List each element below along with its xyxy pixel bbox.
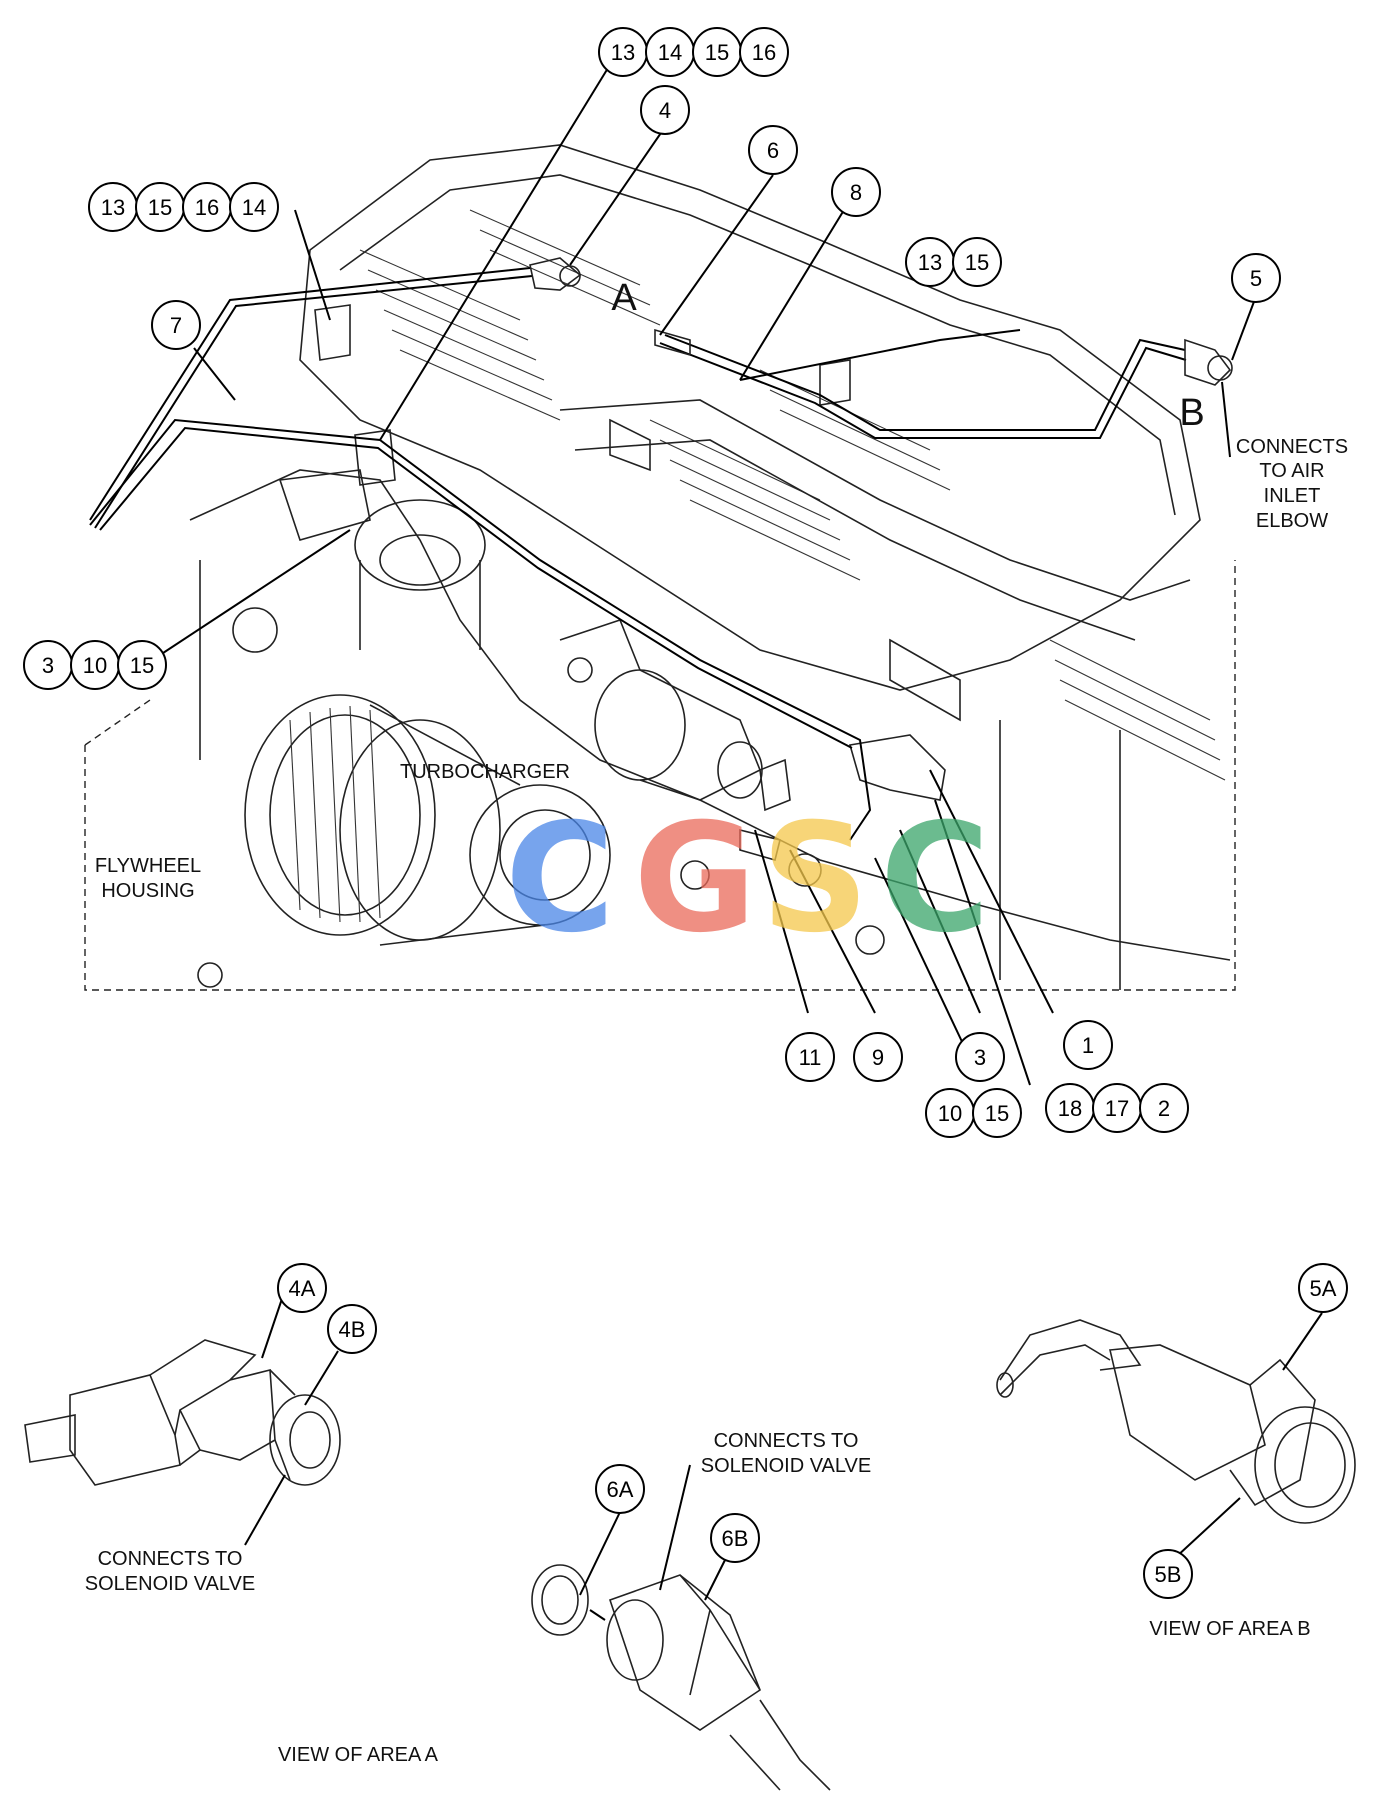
callout-bubble: 3 — [955, 1032, 1005, 1082]
watermark: C G S C — [505, 792, 990, 966]
callout-number: 3 — [42, 653, 54, 678]
callout-bubble: 14 — [229, 182, 279, 232]
callout-number: 15 — [148, 195, 172, 220]
callout-bubble: 13 — [905, 237, 955, 287]
callout-bubble: 6B — [710, 1513, 760, 1563]
callout-number: 5 — [1250, 266, 1262, 291]
air-inlet-note-line: INLET — [1264, 485, 1321, 507]
callout-bubble: 18 — [1045, 1083, 1095, 1133]
detail-view-a-adapter — [531, 1464, 831, 1791]
callout-number: 6 — [767, 138, 779, 163]
callout-number: 6B — [722, 1526, 749, 1551]
callout-number: 9 — [872, 1045, 884, 1070]
callout-bubble: 4B — [327, 1304, 377, 1354]
callout-number: 15 — [965, 250, 989, 275]
callout-number: 15 — [705, 40, 729, 65]
callout-number: 18 — [1058, 1096, 1082, 1121]
callout-number: 16 — [195, 195, 219, 220]
callout-bubble: 4A — [277, 1263, 327, 1313]
view-of-area-a-caption: VIEW OF AREA A — [278, 1744, 439, 1766]
solenoid-note-line: SOLENOID VALVE — [85, 1573, 255, 1595]
flywheel-housing-label: FLYWHEEL — [95, 855, 201, 877]
callout-number: 2 — [1158, 1096, 1170, 1121]
air-inlet-note-line: TO AIR — [1259, 460, 1324, 482]
callout-number: 16 — [752, 40, 776, 65]
turbocharger-label: TURBOCHARGER — [400, 761, 570, 783]
callout-number: 5B — [1155, 1562, 1182, 1587]
callout-number: 11 — [799, 1045, 822, 1070]
callout-bubble: 13 — [88, 182, 138, 232]
callout-bubble: 5 — [1231, 253, 1281, 303]
callout-number: 14 — [658, 40, 682, 65]
callout-bubble: 7 — [151, 300, 201, 350]
callout-number: 10 — [83, 653, 107, 678]
callout-number: 15 — [985, 1101, 1009, 1126]
callout-bubble: 15 — [692, 27, 742, 77]
engine-illustration — [84, 144, 1236, 991]
callout-bubble: 17 — [1092, 1083, 1142, 1133]
callout-bubble: 9 — [853, 1032, 903, 1082]
callout-bubble: 5A — [1298, 1263, 1348, 1313]
callout-bubble: 16 — [739, 27, 789, 77]
callout-bubble: 13 — [598, 27, 648, 77]
callout-bubble: 6 — [748, 125, 798, 175]
watermark-letter: C — [880, 792, 990, 966]
callout-number: 8 — [850, 180, 862, 205]
leader-lines — [159, 67, 1256, 1086]
callout-bubble: 10 — [70, 640, 120, 690]
callout-number: 4B — [339, 1317, 366, 1342]
solenoid-note-line: SOLENOID VALVE — [701, 1455, 871, 1477]
callout-bubble: 1 — [1063, 1020, 1113, 1070]
text-labels: A B CONNECTS TO AIR INLET ELBOW TURBOCHA… — [85, 277, 1348, 1766]
callout-bubble: 16 — [182, 182, 232, 232]
callout-number: 6A — [607, 1477, 634, 1502]
callout-number: 1 — [1082, 1033, 1094, 1058]
view-of-area-b-caption: VIEW OF AREA B — [1149, 1618, 1310, 1640]
callout-bubble: 2 — [1139, 1083, 1189, 1133]
callout-number: 13 — [918, 250, 942, 275]
callout-bubble: 10 — [925, 1088, 975, 1138]
callout-bubble: 15 — [117, 640, 167, 690]
callout-bubble: 14 — [645, 27, 695, 77]
detail-view-a-elbow — [24, 1274, 341, 1546]
air-inlet-note-line: ELBOW — [1256, 510, 1328, 532]
area-label-b: B — [1179, 392, 1204, 434]
watermark-letter: G — [633, 792, 756, 966]
callout-number: 4A — [289, 1276, 316, 1301]
callout-number: 13 — [611, 40, 635, 65]
callout-number: 14 — [242, 195, 266, 220]
callout-bubble: 15 — [972, 1088, 1022, 1138]
callout-number: 7 — [170, 313, 182, 338]
callout-number: 5A — [1310, 1276, 1337, 1301]
callout-number: 17 — [1105, 1096, 1129, 1121]
callout-number: 4 — [659, 98, 671, 123]
callout-bubble: 15 — [135, 182, 185, 232]
callout-bubble: 11 — [785, 1032, 835, 1082]
callout-bubble: 3 — [23, 640, 73, 690]
callout-bubble: 8 — [831, 167, 881, 217]
detail-view-b-fitting — [996, 1312, 1356, 1559]
callout-bubble: 15 — [952, 237, 1002, 287]
solenoid-note-line: CONNECTS TO — [714, 1430, 859, 1452]
callout-number: 10 — [938, 1101, 962, 1126]
callout-bubble: 4 — [640, 85, 690, 135]
watermark-letter: C — [505, 792, 615, 966]
callouts: 13 14 15 16 4 6 8 13 15 16 14 7 13 15 5 … — [23, 27, 1348, 1599]
air-inlet-note-line: CONNECTS — [1236, 436, 1348, 458]
callout-number: 13 — [101, 195, 125, 220]
watermark-letter: S — [761, 792, 869, 966]
callout-number: 3 — [974, 1045, 986, 1070]
callout-bubble: 5B — [1143, 1549, 1193, 1599]
solenoid-note-line: CONNECTS TO — [98, 1548, 243, 1570]
area-label-a: A — [611, 277, 637, 319]
flywheel-housing-label: HOUSING — [101, 880, 194, 902]
callout-bubble: 6A — [595, 1464, 645, 1514]
callout-number: 15 — [130, 653, 154, 678]
